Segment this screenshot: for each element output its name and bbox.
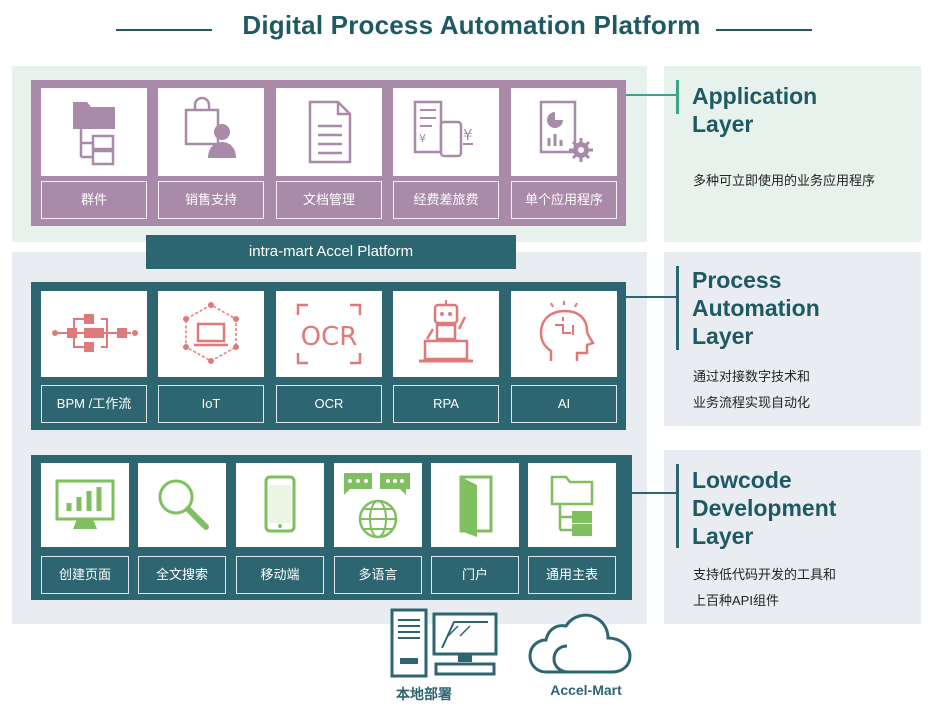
app-layer-connector <box>626 94 678 96</box>
tile-multilingual <box>334 463 422 547</box>
globe-chat-icon <box>344 473 410 539</box>
lowcode-layer-description-line1: 支持低代码开发的工具和 <box>693 567 837 582</box>
app-layer-description: 多种可立即使用的业务应用程序 <box>693 173 876 188</box>
tile-rpa <box>393 291 499 377</box>
app-item-label-1: 群件 <box>41 181 147 219</box>
process-layer-side-background <box>664 252 921 426</box>
robot-laptop-icon <box>419 300 473 363</box>
app-layer-heading-line1: Application <box>692 83 818 109</box>
process-item-label-3: OCR <box>276 385 382 423</box>
report-gear-icon <box>539 100 593 162</box>
platform-bar: intra-mart Accel Platform <box>146 235 516 269</box>
folder-tree-icon <box>550 475 594 536</box>
salesperson-bag-icon <box>184 96 236 158</box>
accel-mart-deployment: Accel-Mart <box>524 610 648 706</box>
lowcode-item-label-6: 通用主表 <box>528 556 616 594</box>
smartphone-icon <box>264 475 296 533</box>
app-layer-side-background <box>664 66 921 242</box>
lowcode-layer-heading-line1: Lowcode <box>692 467 792 493</box>
tile-full-text-search <box>138 463 226 547</box>
app-item-label-3: 文档管理 <box>276 181 382 219</box>
monitor-chart-icon <box>55 479 115 529</box>
ai-brain-icon <box>539 301 595 361</box>
process-item-label-2: IoT <box>158 385 264 423</box>
tile-ocr: OCR <box>276 291 382 377</box>
workflow-icon <box>52 314 138 352</box>
on-premise-label: 本地部署 <box>396 686 452 702</box>
process-layer-description-line2: 业务流程实现自动化 <box>693 395 811 410</box>
cloud-icon <box>528 613 632 674</box>
ocr-scan-icon: OCR <box>296 303 362 365</box>
process-item-label-4: RPA <box>393 385 499 423</box>
tile-mobile <box>236 463 324 547</box>
tile-groupware <box>41 88 147 176</box>
lowcode-layer-side-background <box>664 450 921 624</box>
process-item-label-5: AI <box>511 385 617 423</box>
lowcode-item-label-2: 全文搜索 <box>138 556 226 594</box>
lowcode-item-label-1: 创建页面 <box>41 556 129 594</box>
tile-single-app <box>511 88 617 176</box>
tile-common-master <box>528 463 616 547</box>
lowcode-layer-description-line2: 上百种API组件 <box>693 593 779 608</box>
app-layer-marker <box>676 80 679 114</box>
process-layer-heading-line2: Automation <box>692 295 820 321</box>
app-item-label-4: 经费差旅费 <box>393 181 499 219</box>
magnifier-icon <box>158 479 209 530</box>
process-layer-description-line1: 通过对接数字技术和 <box>693 369 811 384</box>
folder-tree-icon <box>73 102 115 166</box>
tile-portal <box>431 463 519 547</box>
app-layer-heading-line2: Layer <box>692 111 754 137</box>
expense-receipt-icon: ¥ ¥ <box>413 100 473 158</box>
tile-sales <box>158 88 264 176</box>
iot-network-icon <box>183 302 239 364</box>
page-title: Digital Process Automation Platform <box>242 10 701 40</box>
svg-text:¥: ¥ <box>419 132 426 145</box>
process-layer-marker <box>676 266 679 350</box>
server-computer-icon <box>390 608 498 678</box>
lowcode-item-label-3: 移动端 <box>236 556 324 594</box>
tile-create-page <box>41 463 129 547</box>
door-icon <box>459 475 493 537</box>
title-rule-left <box>116 29 212 31</box>
svg-text:OCR: OCR <box>301 322 358 352</box>
process-layer-heading-line1: Process <box>692 267 782 293</box>
on-premise-deployment: 本地部署 <box>388 606 508 706</box>
lowcode-layer-heading-line3: Layer <box>692 523 754 549</box>
process-layer-heading-line3: Layer <box>692 323 754 349</box>
lowcode-layer-heading-line2: Development <box>692 495 837 521</box>
tile-iot <box>158 291 264 377</box>
process-layer-connector <box>626 296 678 298</box>
lowcode-layer-marker <box>676 464 679 548</box>
accel-mart-label: Accel-Mart <box>550 682 622 698</box>
title-rule-right <box>716 29 812 31</box>
app-item-label-2: 销售支持 <box>158 181 264 219</box>
document-icon <box>308 100 352 164</box>
svg-text:¥: ¥ <box>463 126 473 144</box>
app-item-label-5: 单个应用程序 <box>511 181 617 219</box>
tile-ai <box>511 291 617 377</box>
process-item-label-1: BPM /工作流 <box>41 385 147 423</box>
tile-bpm <box>41 291 147 377</box>
lowcode-item-label-5: 门户 <box>431 556 519 594</box>
lowcode-item-label-4: 多语言 <box>334 556 422 594</box>
tile-document <box>276 88 382 176</box>
tile-expense: ¥ ¥ <box>393 88 499 176</box>
lowcode-layer-connector <box>632 492 678 494</box>
